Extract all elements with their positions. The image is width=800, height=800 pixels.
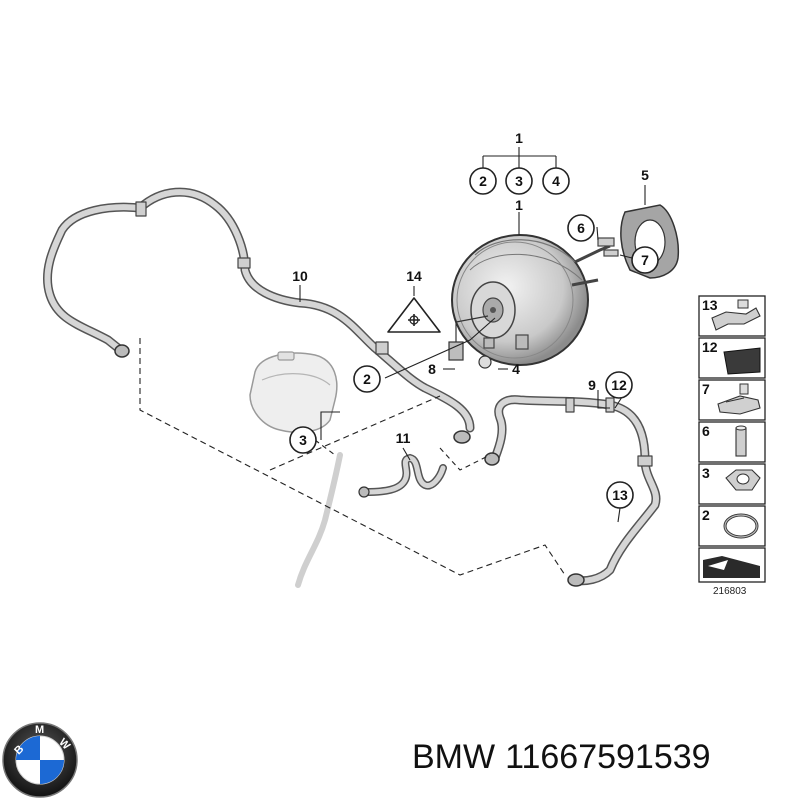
vacuum-hose-11 xyxy=(358,453,447,498)
drawing-number: 216803 xyxy=(713,586,747,597)
label-14: 14 xyxy=(406,268,422,284)
label-5: 5 xyxy=(641,167,649,183)
check-valve-8 xyxy=(448,315,492,369)
label-3: 3 xyxy=(299,432,307,448)
brake-booster xyxy=(451,234,611,366)
label-7: 7 xyxy=(641,252,649,268)
parts-legend: 13 12 7 6 3 2 xyxy=(698,295,766,597)
legend-clip-13-icon xyxy=(711,299,761,331)
callout-13 xyxy=(606,481,634,509)
bmw-logo: B M W xyxy=(2,722,78,798)
brand-name: BMW xyxy=(412,738,496,776)
vacuum-hose-10 xyxy=(42,187,475,444)
callouts xyxy=(289,167,659,509)
legend-num-2: 2 xyxy=(702,507,710,523)
label-2: 2 xyxy=(363,371,371,387)
legend-num-3: 3 xyxy=(702,465,710,481)
label-1-2: 2 xyxy=(479,173,487,189)
label-9: 9 xyxy=(588,377,596,393)
clevis-pin-6 xyxy=(597,237,619,257)
callout-1-4 xyxy=(542,167,570,195)
label-1-4: 4 xyxy=(552,173,560,189)
legend-num-13: 13 xyxy=(702,297,718,313)
label-1b: 1 xyxy=(515,197,523,213)
callout-12 xyxy=(605,371,633,399)
part-number: 11667591539 xyxy=(505,738,711,776)
legend-num-7: 7 xyxy=(702,381,710,397)
label-1-3: 3 xyxy=(515,173,523,189)
callout-7 xyxy=(631,246,659,274)
label-6: 6 xyxy=(577,220,585,236)
caution-triangle-icon xyxy=(387,297,441,333)
label-10: 10 xyxy=(292,268,308,284)
label-13: 13 xyxy=(612,487,628,503)
callout-1-2 xyxy=(469,167,497,195)
label-8: 8 xyxy=(428,361,436,377)
callout-1-3 xyxy=(505,167,533,195)
legend-sleeve-6-icon xyxy=(735,425,747,457)
callout-2 xyxy=(353,365,381,393)
legend-num-6: 6 xyxy=(702,423,710,439)
leader-lines xyxy=(139,147,646,576)
legend-oring-2-icon xyxy=(723,513,759,539)
label-4: 4 xyxy=(512,361,520,377)
label-1: 1 xyxy=(515,130,523,146)
callout-3 xyxy=(289,426,317,454)
callout-6 xyxy=(567,214,595,242)
vacuum-hose-9 xyxy=(484,395,661,587)
legend-bracket-7-icon xyxy=(717,383,761,415)
legend-arrow-icon xyxy=(703,556,760,578)
legend-nut-3-icon xyxy=(725,469,761,491)
reservoir-tank xyxy=(249,351,338,433)
legend-pad-12-icon xyxy=(723,347,761,375)
legend-num-12: 12 xyxy=(702,339,718,355)
svg-text:M: M xyxy=(35,724,44,736)
ghost-pipe xyxy=(295,452,343,588)
label-11: 11 xyxy=(396,430,411,446)
label-12: 12 xyxy=(611,377,627,393)
